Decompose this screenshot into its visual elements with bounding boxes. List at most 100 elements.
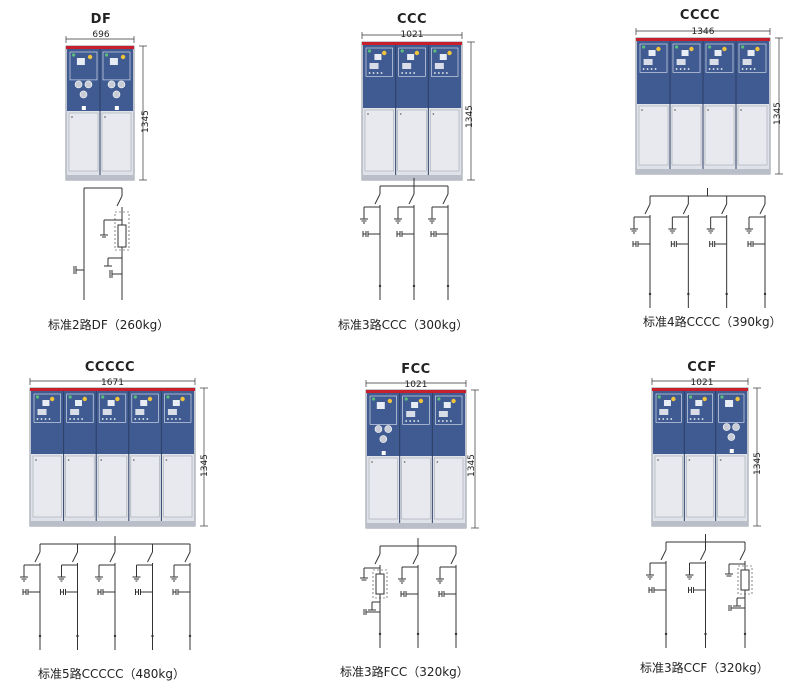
busbar [366, 390, 466, 393]
cabinet-drawing [630, 28, 783, 308]
indicator-dot [142, 418, 145, 420]
unit-caption: 标准4路CCCC（390kg） [643, 315, 782, 329]
switch-indicator [681, 50, 689, 56]
mimic-frame [435, 395, 463, 425]
indicator-dot [749, 68, 752, 70]
cable-terminal [188, 634, 192, 638]
switch-blade [644, 203, 651, 215]
compartment-door [68, 112, 99, 172]
compartment-door [654, 455, 683, 518]
status-lamp [82, 396, 87, 402]
mimic-frame [738, 43, 767, 73]
indicator-dot [701, 418, 704, 420]
fuse-box [114, 211, 130, 251]
gauge-dial [374, 425, 383, 433]
status-lamp [447, 50, 452, 56]
operation-handle [659, 409, 669, 415]
indicator-dot [689, 418, 692, 420]
unit-title: CCC [396, 12, 428, 27]
compartment-door [686, 455, 714, 518]
fuse-indicator [109, 58, 118, 65]
operation-handle [102, 409, 112, 415]
indicator-dot [708, 68, 711, 70]
logo-mark [642, 45, 646, 49]
door-screw [707, 109, 709, 111]
indicator-dot [697, 418, 700, 420]
indicator-dot [368, 72, 371, 74]
mimic-frame [66, 393, 94, 423]
unit-fcc: FCC 1021 1345 标准3路FCC（320kg） [340, 362, 479, 679]
indicator-dot [372, 72, 375, 74]
status-lamp [87, 54, 93, 60]
door-screw [641, 109, 643, 111]
fuse-box [372, 569, 388, 599]
cable-terminal [76, 634, 79, 638]
door-screw [367, 113, 369, 115]
switch-blade [759, 203, 766, 215]
cabinet-drawing [360, 32, 475, 300]
indicator-dot [167, 418, 169, 420]
switch-indicator [439, 54, 447, 60]
status-lamp [120, 54, 126, 60]
indicator-dot [134, 418, 137, 420]
mimic-frame [655, 393, 682, 423]
status-lamp [418, 398, 424, 404]
cable-terminal [763, 292, 767, 296]
logo-mark [35, 395, 40, 399]
door-screw [67, 459, 70, 461]
cable-terminal [648, 292, 652, 296]
switch-indicator [407, 54, 415, 60]
status-lamp [722, 46, 727, 52]
door-screw [100, 459, 103, 461]
logo-mark [708, 45, 712, 49]
indicator-dot [654, 68, 657, 70]
indicator-dot [445, 420, 448, 422]
compartment-door [434, 457, 464, 520]
indicator-dot [409, 72, 412, 74]
operation-handle [690, 409, 700, 415]
busbar [66, 46, 134, 49]
switch-blade [408, 193, 415, 205]
unit-title: FCC [401, 362, 431, 377]
gauge-dial [384, 425, 393, 433]
cabinet-drawing [20, 378, 208, 650]
logo-mark [133, 395, 137, 399]
status-lamp [656, 46, 661, 52]
mimic-frame [369, 395, 397, 425]
mimic-frame [402, 395, 430, 425]
logo-mark [105, 53, 109, 57]
indicator-dot [101, 418, 104, 420]
cabinet-base [66, 175, 134, 180]
mimic-frame [687, 393, 713, 423]
indicator-dot [73, 418, 76, 420]
compartment-door [130, 455, 160, 518]
operation-handle [402, 63, 412, 69]
indicator-dot [401, 72, 404, 74]
width-dimension: 1671 [101, 378, 124, 388]
mimic-frame [639, 43, 668, 73]
gauge-dial [84, 80, 93, 89]
indicator-dot [658, 418, 661, 420]
indicator-dot [675, 68, 678, 70]
switch-blade [682, 203, 689, 215]
operation-handle [742, 59, 752, 65]
status-lamp [689, 46, 694, 52]
busbar [652, 388, 748, 391]
switch-indicator [42, 400, 50, 406]
switch-blade [374, 193, 381, 205]
indicator-dot [376, 72, 379, 74]
indicator-dot [646, 68, 649, 70]
indicator-dot [171, 418, 173, 420]
switch-blade [412, 553, 419, 565]
indicator-dot [716, 68, 719, 70]
door-screw [35, 459, 37, 461]
switch-blade [147, 551, 153, 563]
switch-indicator [411, 402, 419, 408]
switch-blade [721, 203, 728, 215]
mimic-frame [164, 393, 192, 423]
cable-terminal [446, 284, 450, 288]
indicator-dot [445, 72, 448, 74]
cabinet-base [362, 175, 462, 180]
width-dimension: 1021 [690, 378, 714, 388]
